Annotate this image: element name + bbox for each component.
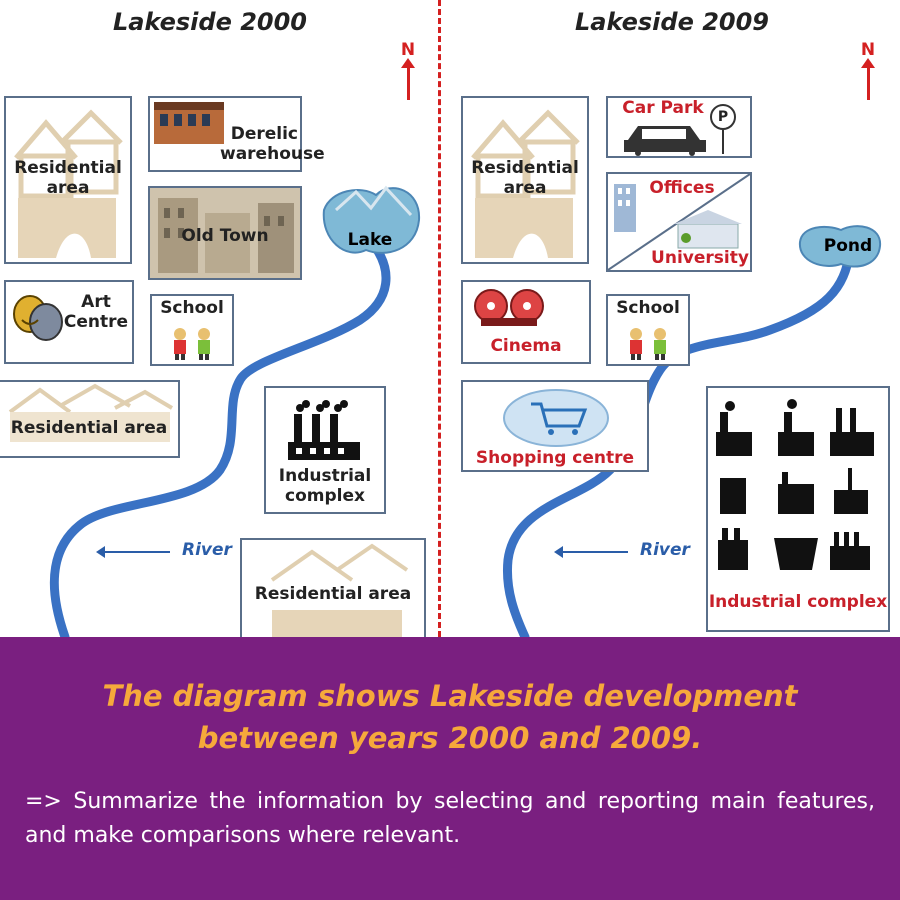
caption-panel: The diagram shows Lakeside development b… — [0, 637, 900, 900]
north-arrow-left: N — [398, 40, 418, 100]
offices-university: Offices University — [606, 172, 752, 272]
river-label-left: River — [182, 540, 232, 560]
river-arrow-right — [554, 546, 628, 558]
houses-icon — [471, 109, 580, 258]
parking-sign-letter: P — [717, 109, 729, 125]
residential-area-top-right-label: Residential area — [471, 158, 579, 199]
arrow-up-icon — [400, 58, 415, 100]
lake-shape — [322, 185, 421, 254]
houses-icon — [270, 543, 409, 637]
river-left — [49, 235, 391, 637]
cinema: Cinema — [461, 280, 591, 364]
children-icon — [630, 328, 666, 360]
art-centre: Art Centre — [4, 280, 134, 364]
factory-icon — [288, 400, 360, 460]
cinema-label: Cinema — [490, 336, 562, 356]
industrial-complex-left: Industrial complex — [264, 386, 386, 514]
map-title-2000: Lakeside 2000 — [113, 8, 307, 36]
old-town-label: Old Town — [181, 226, 269, 246]
car-park-label: Car Park — [622, 98, 704, 118]
shopping-cart-icon — [503, 389, 609, 447]
caption-title-line-1: The diagram shows Lakeside development — [102, 679, 798, 713]
residential-area-bottom-left-label: Residential area — [254, 584, 412, 604]
derelict-warehouse: Derelic warehouse — [148, 96, 325, 172]
shopping-centre-label: Shopping centre — [475, 448, 635, 468]
school-left-label: School — [160, 298, 224, 318]
car-park: Car Park P — [606, 96, 752, 158]
children-icon — [174, 328, 210, 360]
houses-icon — [14, 109, 123, 258]
river-label-right: River — [640, 540, 690, 560]
derelict-warehouse-label: Derelic warehouse — [220, 124, 325, 165]
residential-area-top-right: Residential area — [461, 96, 589, 264]
arrow-up-icon — [860, 58, 875, 100]
parking-sign-icon: P — [710, 104, 736, 130]
art-centre-label: Art Centre — [63, 292, 129, 333]
map-title-2009: Lakeside 2009 — [575, 8, 769, 36]
map-diagram: Lakeside 2000 N Residential area Derelic… — [0, 0, 890, 637]
old-town-photo — [150, 188, 300, 278]
residential-area-bottom-left: Residential area — [240, 538, 426, 637]
houses-icon — [8, 383, 174, 442]
north-label: N — [860, 40, 876, 60]
school-right: School — [606, 294, 690, 366]
north-arrow-right: N — [858, 40, 878, 100]
shopping-centre: Shopping centre — [461, 380, 649, 472]
university-label: University — [651, 248, 749, 268]
north-label: N — [400, 40, 416, 60]
warehouse-icon — [154, 102, 224, 144]
caption-title: The diagram shows Lakeside development b… — [40, 675, 860, 759]
pond-label: Pond — [823, 236, 873, 256]
theatre-masks-icon — [13, 295, 63, 341]
river-arrow-left — [96, 546, 170, 558]
caption-title-line-2: between years 2000 and 2009. — [197, 721, 703, 755]
lake-label: Lake — [347, 230, 393, 250]
parking-pole — [722, 130, 724, 154]
offices-university-illustration — [608, 174, 750, 270]
residential-area-top-left: Residential area — [4, 96, 132, 264]
offices-label: Offices — [649, 178, 715, 198]
pond-shape — [798, 225, 882, 268]
residential-area-middle-left-label: Residential area — [10, 418, 168, 438]
factories-icon — [716, 399, 874, 570]
industrial-complex-left-label: Industrial complex — [278, 466, 372, 507]
school-right-label: School — [616, 298, 680, 318]
map-divider — [438, 0, 441, 637]
residential-area-top-left-label: Residential area — [14, 158, 122, 199]
film-reel-icon — [474, 289, 544, 326]
school-left: School — [150, 294, 234, 366]
industrial-complex-right-label: Industrial complex — [708, 592, 888, 612]
residential-area-middle-left: Residential area — [0, 380, 180, 458]
industrial-complex-right: Industrial complex — [706, 386, 890, 632]
caption-instruction: => Summarize the information by selectin… — [25, 789, 875, 848]
old-town: Old Town — [148, 186, 302, 280]
car-icon — [624, 126, 706, 156]
